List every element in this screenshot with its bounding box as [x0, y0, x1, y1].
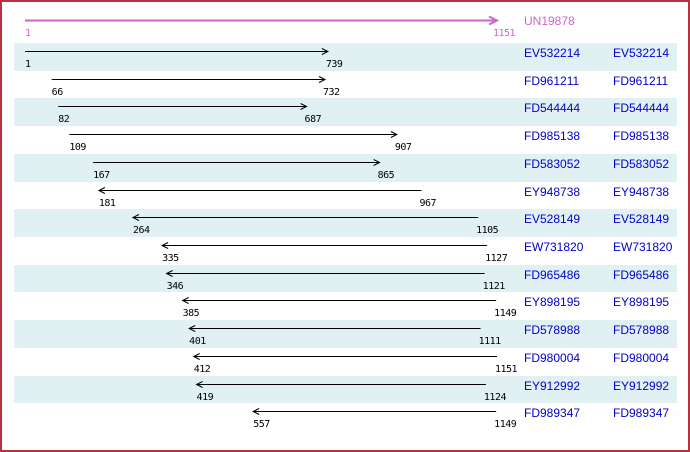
est-accession-link-2[interactable]: FD985138 — [613, 129, 670, 143]
est-end-coord: 967 — [419, 198, 437, 209]
est-arrowhead-left — [192, 353, 200, 360]
est-end-coord: 1121 — [482, 281, 506, 292]
est-end-coord: 732 — [323, 87, 340, 98]
query-end-coord: 1151 — [493, 28, 516, 39]
est-accession-link[interactable]: FD965486 — [524, 268, 581, 282]
est-start-coord: 335 — [162, 253, 179, 264]
est-arrowhead-left — [188, 325, 196, 332]
est-arrowhead-right — [318, 76, 327, 83]
query-start-coord: 1 — [25, 28, 31, 39]
est-accession-link[interactable]: EW731820 — [524, 240, 584, 254]
est-accession-link[interactable]: EV528149 — [524, 212, 581, 226]
est-start-coord: 346 — [166, 281, 184, 292]
est-arrowhead-right — [390, 131, 398, 138]
est-accession-link-2[interactable]: EY898195 — [613, 295, 670, 309]
row-stripe — [14, 98, 677, 126]
est-end-coord: 1149 — [494, 308, 517, 319]
est-accession-link[interactable]: EV532214 — [524, 46, 581, 60]
row-stripe — [14, 265, 677, 292]
est-arrowhead-left — [181, 297, 189, 304]
est-arrowhead-left — [131, 214, 140, 221]
est-end-coord: 1149 — [494, 419, 517, 430]
est-start-coord: 385 — [182, 308, 200, 319]
est-accession-link-2[interactable]: FD961211 — [613, 74, 669, 88]
est-accession-link[interactable]: FD961211 — [524, 74, 580, 88]
est-accession-link-2[interactable]: FD544444 — [613, 101, 670, 115]
query-name-label: UN19878 — [524, 14, 575, 28]
est-accession-link-2[interactable]: EV528149 — [613, 212, 670, 226]
est-start-coord: 167 — [93, 170, 110, 181]
est-start-coord: 557 — [253, 419, 270, 430]
row-stripe — [14, 43, 677, 71]
est-accession-link-2[interactable]: FD980004 — [613, 351, 670, 365]
est-start-coord: 401 — [189, 336, 206, 347]
est-arrowhead-left — [97, 187, 106, 194]
est-accession-link[interactable]: EY912992 — [524, 379, 581, 393]
row-stripe — [14, 376, 677, 403]
query-arrowhead — [488, 15, 500, 26]
est-accession-link-2[interactable]: FD578988 — [613, 323, 670, 337]
est-arrowhead-right — [321, 48, 330, 55]
est-accession-link[interactable]: FD578988 — [524, 323, 581, 337]
est-arrowhead-left — [195, 381, 203, 388]
est-arrowhead-left — [160, 242, 169, 249]
est-start-coord: 419 — [196, 392, 214, 403]
row-stripe — [14, 209, 677, 237]
est-start-coord: 66 — [51, 87, 64, 98]
est-arrowhead-right — [300, 103, 308, 110]
est-accession-link[interactable]: FD980004 — [524, 351, 581, 365]
est-accession-link-2[interactable]: FD965486 — [613, 268, 670, 282]
est-accession-link-2[interactable]: EY912992 — [613, 379, 670, 393]
est-accession-link[interactable]: FD544444 — [524, 101, 581, 115]
est-start-coord: 1 — [25, 59, 31, 70]
est-end-coord: 907 — [394, 142, 412, 153]
est-accession-link-2[interactable]: EY948738 — [613, 185, 670, 199]
est-start-coord: 181 — [98, 198, 116, 209]
est-start-coord: 82 — [58, 114, 70, 125]
est-end-coord: 739 — [325, 59, 343, 70]
row-stripe — [14, 154, 677, 182]
est-accession-link[interactable]: FD989347 — [524, 406, 581, 420]
est-start-coord: 109 — [69, 142, 86, 153]
est-end-coord: 865 — [377, 170, 395, 181]
est-end-coord: 1151 — [495, 364, 518, 375]
est-end-coord: 1124 — [483, 392, 507, 403]
est-accession-link-2[interactable]: FD583052 — [613, 157, 670, 171]
est-accession-link[interactable]: FD583052 — [524, 157, 581, 171]
est-accession-link[interactable]: FD985138 — [524, 129, 581, 143]
est-accession-link-2[interactable]: EW731820 — [613, 240, 673, 254]
est-start-coord: 412 — [193, 364, 211, 375]
est-arrowhead-left — [165, 270, 173, 277]
est-end-coord: 1127 — [485, 253, 508, 264]
est-accession-link[interactable]: EY948738 — [524, 185, 581, 199]
row-stripe — [14, 320, 677, 348]
est-accession-link-2[interactable]: EV532214 — [613, 46, 670, 60]
est-accession-link-2[interactable]: FD989347 — [613, 406, 670, 420]
est-accession-link[interactable]: EY898195 — [524, 295, 581, 309]
est-end-coord: 1105 — [476, 225, 499, 236]
est-end-coord: 1111 — [478, 336, 502, 347]
est-arrowhead-left — [252, 408, 260, 415]
est-end-coord: 687 — [304, 114, 322, 125]
est-start-coord: 264 — [132, 225, 150, 236]
est-arrowhead-right — [373, 159, 381, 166]
